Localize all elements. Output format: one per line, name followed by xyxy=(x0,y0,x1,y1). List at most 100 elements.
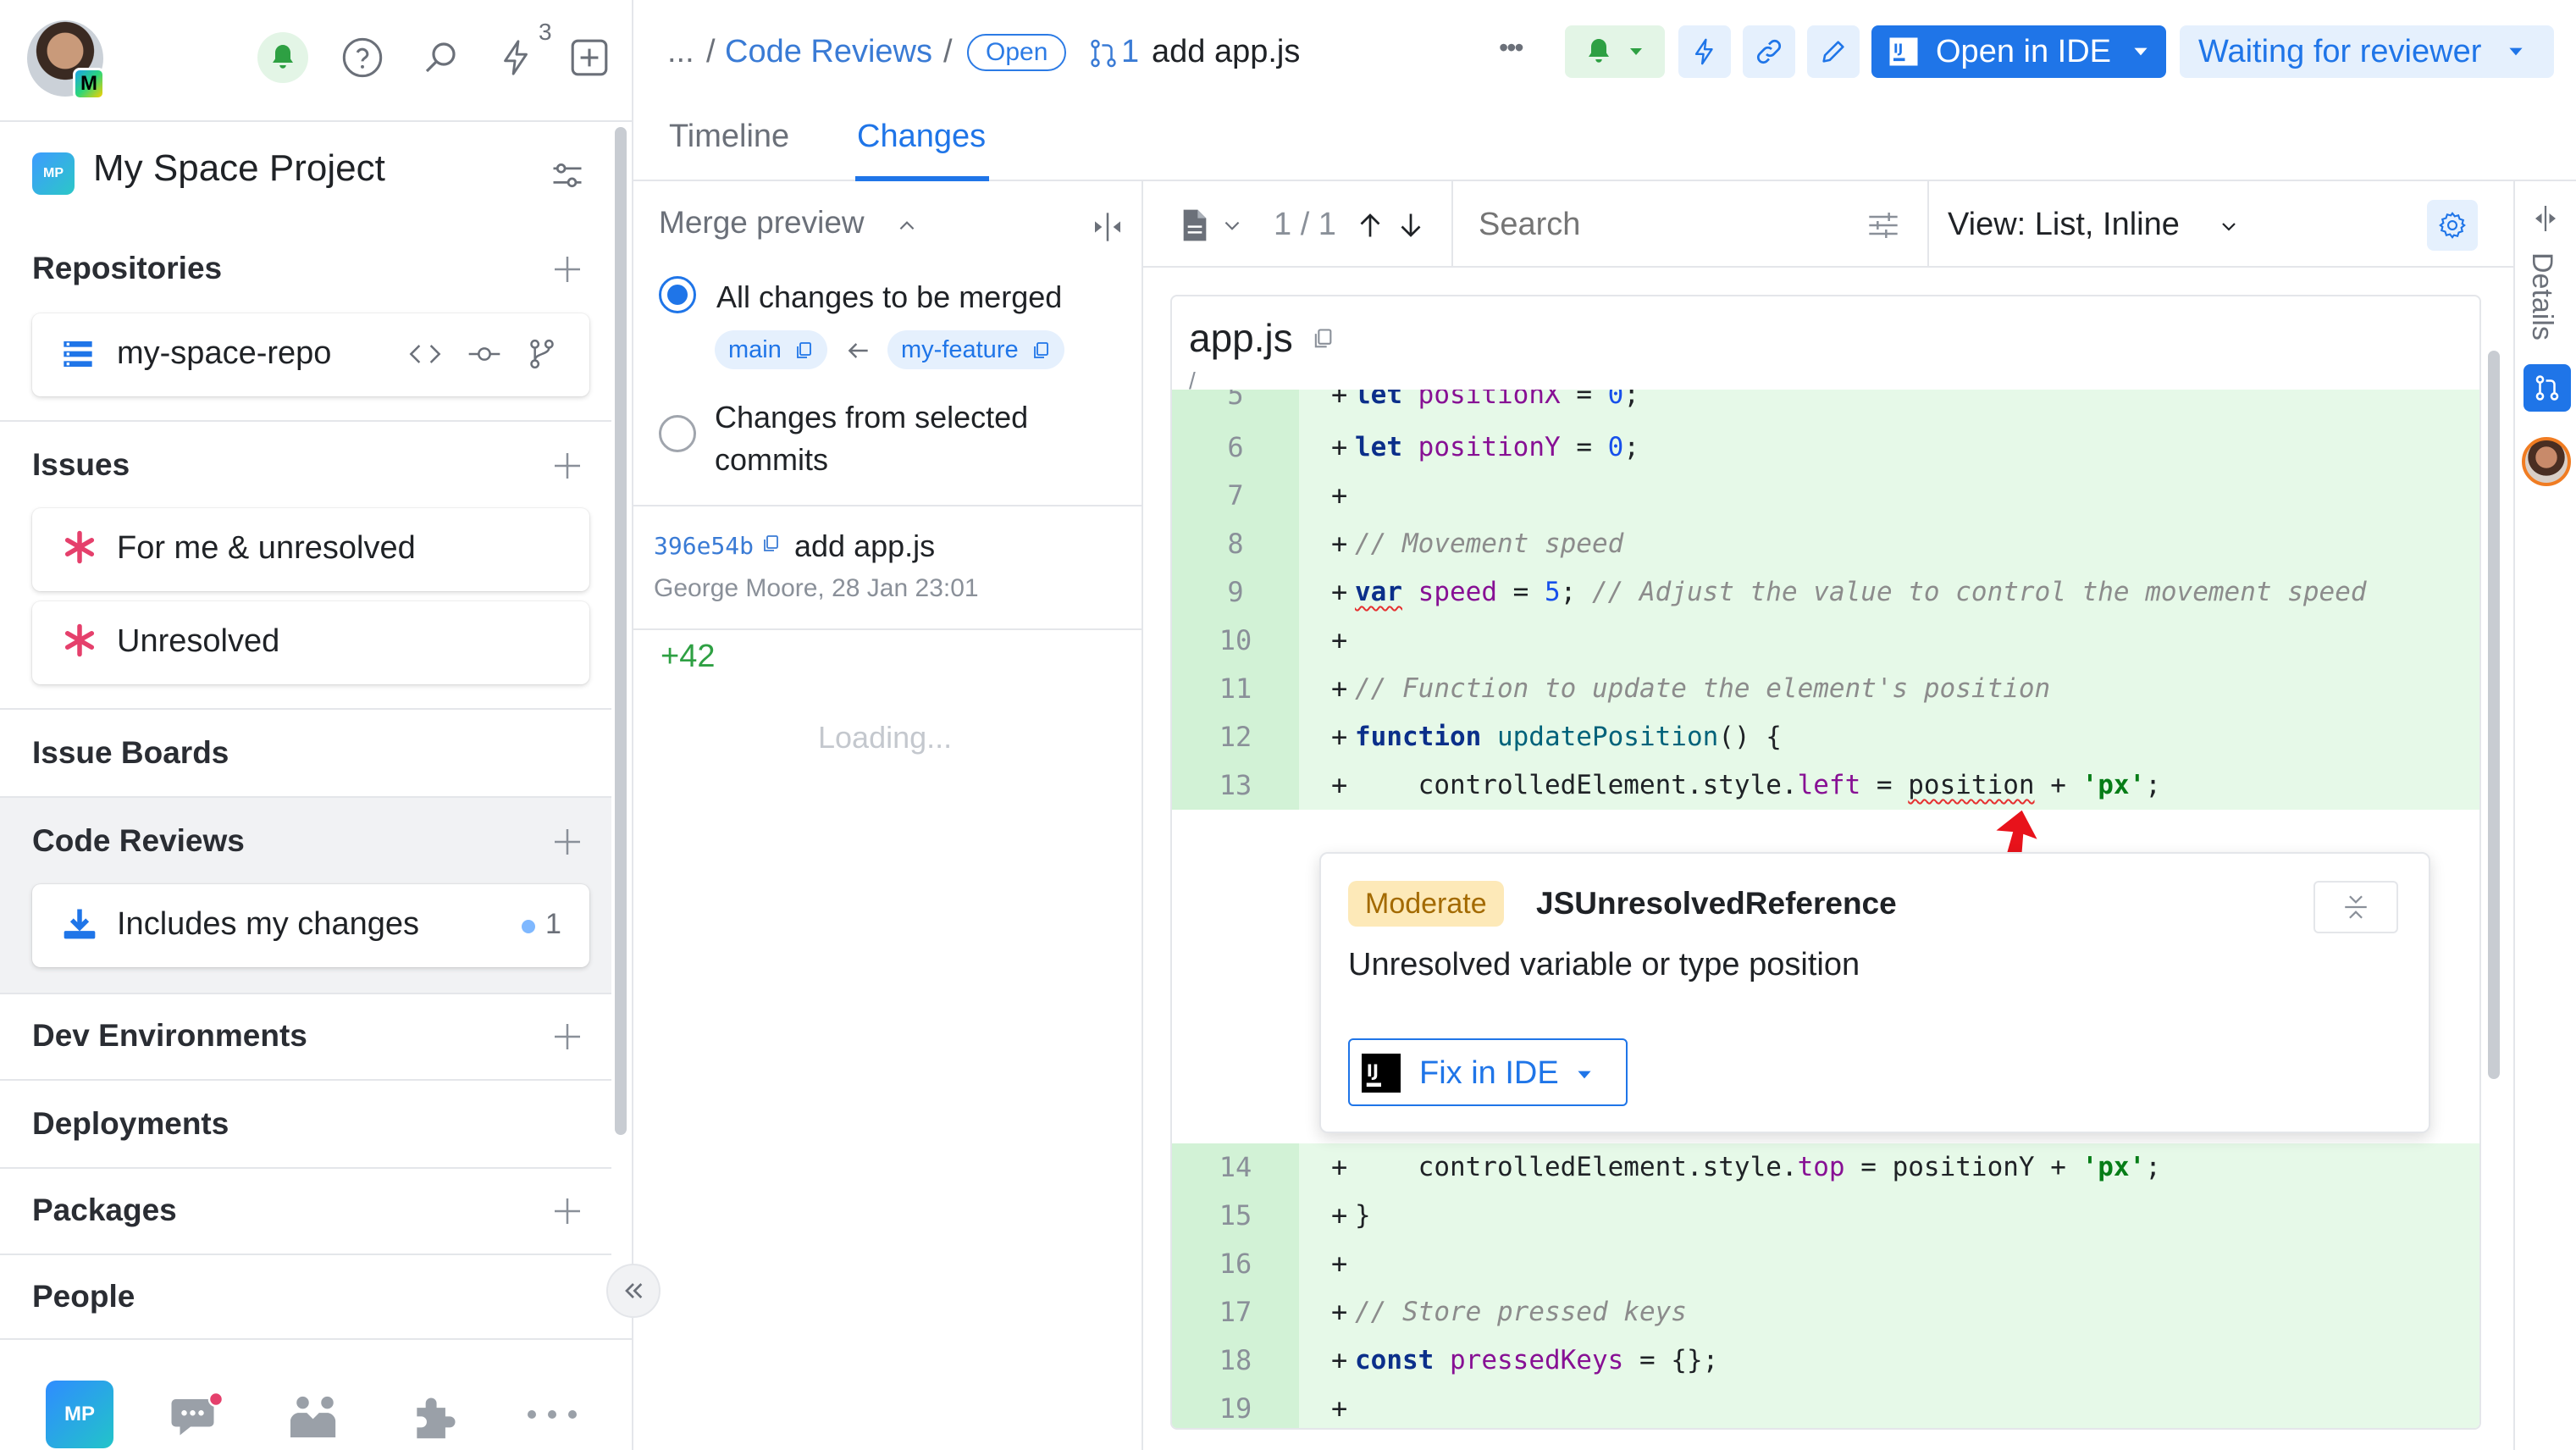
copy-icon[interactable] xyxy=(793,340,814,361)
add-square-icon[interactable] xyxy=(564,32,615,83)
file-icon[interactable] xyxy=(1180,208,1209,242)
code-review-filter-my-changes[interactable]: Includes my changes 1 xyxy=(32,884,589,967)
quick-actions-lightning-button[interactable] xyxy=(1678,25,1731,78)
copy-icon[interactable] xyxy=(760,532,781,556)
plus-marker: + xyxy=(1331,1151,1348,1183)
option2-line1: Changes from selected xyxy=(715,400,1029,434)
source-branch-label: my-feature xyxy=(901,336,1019,363)
plus-marker: + xyxy=(1331,1248,1348,1280)
add-package-plus-icon[interactable] xyxy=(550,1194,584,1228)
plus-marker: + xyxy=(1331,721,1348,753)
commit-message: add app.js xyxy=(794,529,936,563)
diff-line: 19 + xyxy=(1172,1385,2479,1428)
diff-line: 11 + // Function to update the element's… xyxy=(1172,665,2479,713)
sidebar-scrollbar[interactable] xyxy=(615,127,627,1135)
add-code-review-plus-icon[interactable] xyxy=(550,825,584,859)
issue-boards-section-title[interactable]: Issue Boards xyxy=(32,735,229,770)
split-panel-icon[interactable] xyxy=(1091,210,1125,244)
view-mode-dropdown[interactable]: View: List, Inline xyxy=(1948,207,2180,242)
source-branch-chip[interactable]: my-feature xyxy=(887,330,1064,369)
chevron-down-icon xyxy=(2509,47,2523,56)
filter-settings-icon[interactable] xyxy=(1866,208,1900,242)
copy-icon[interactable] xyxy=(1031,340,1051,361)
tab-timeline[interactable]: Timeline xyxy=(669,119,790,154)
tab-changes[interactable]: Changes xyxy=(857,119,987,154)
issue-filter-for-me[interactable]: For me & unresolved xyxy=(32,508,589,591)
arrow-down-icon[interactable] xyxy=(1396,208,1426,242)
code-line: let positionX = 0; xyxy=(1355,390,1639,410)
notifications-bell-icon[interactable] xyxy=(257,32,308,83)
divider xyxy=(0,1167,611,1169)
target-branch-label: main xyxy=(728,336,782,363)
subscribe-bell-button[interactable] xyxy=(1565,25,1665,78)
diff-line: 9 + var speed = 5; // Adjust the value t… xyxy=(1172,568,2479,617)
add-repository-plus-icon[interactable] xyxy=(550,252,584,286)
collapse-inspection-button[interactable] xyxy=(2313,881,2398,933)
inspection-popup: Moderate JSUnresolvedReference Unresolve… xyxy=(1319,852,2430,1133)
project-title[interactable]: My Space Project xyxy=(93,147,385,189)
more-options-button[interactable]: ••• xyxy=(1499,32,1524,63)
merge-request-panel-button[interactable] xyxy=(2523,364,2571,412)
project-settings-icon[interactable] xyxy=(549,158,586,195)
branches-icon[interactable] xyxy=(525,337,559,371)
reviewer-avatar[interactable] xyxy=(2522,437,2571,486)
diff-scrollbar[interactable] xyxy=(2488,351,2500,1079)
chevron-down-icon[interactable] xyxy=(2219,217,2239,237)
arrow-up-icon[interactable] xyxy=(1355,208,1385,242)
help-icon[interactable] xyxy=(337,32,388,83)
chevron-up-icon[interactable] xyxy=(896,215,918,237)
plus-marker: + xyxy=(1331,1344,1348,1376)
commit-hash[interactable]: 396e54b xyxy=(654,532,755,560)
radio-all-changes[interactable] xyxy=(659,276,696,313)
packages-section-title[interactable]: Packages xyxy=(32,1193,177,1227)
commit-list-item[interactable]: 396e54b add app.js George Moore, 28 Jan … xyxy=(633,505,1142,630)
merge-preview-toggle[interactable]: Merge preview xyxy=(659,205,865,240)
code-reviews-section-title[interactable]: Code Reviews xyxy=(32,823,245,858)
line-number: 14 xyxy=(1219,1151,1252,1183)
project-switcher-button[interactable]: MP xyxy=(46,1381,113,1448)
more-dots-icon[interactable] xyxy=(525,1408,579,1421)
plus-marker: + xyxy=(1331,1392,1348,1425)
edit-button[interactable] xyxy=(1807,25,1860,78)
breadcrumb-ellipsis[interactable]: ... xyxy=(667,34,694,69)
open-in-ide-label: Open in IDE xyxy=(1936,33,2111,69)
diff-gutter xyxy=(1172,713,1299,761)
issue-filter-unresolved[interactable]: Unresolved xyxy=(32,601,589,684)
plus-marker: + xyxy=(1331,1199,1348,1231)
dev-environments-section-title[interactable]: Dev Environments xyxy=(32,1018,307,1053)
lightning-icon[interactable] xyxy=(491,32,542,83)
commit-icon[interactable] xyxy=(466,337,503,371)
target-branch-chip[interactable]: main xyxy=(715,330,827,369)
copy-link-button[interactable] xyxy=(1743,25,1795,78)
file-diff-card: app.js / 5 + let positionX = 0; 6 + let … xyxy=(1170,295,2481,1430)
team-icon[interactable] xyxy=(288,1392,342,1442)
people-section-title[interactable]: People xyxy=(32,1279,135,1314)
chevron-down-icon[interactable] xyxy=(1221,215,1243,237)
repo-name: my-space-repo xyxy=(117,335,332,371)
details-label[interactable]: Details xyxy=(2526,252,2558,340)
collapse-sidebar-button[interactable] xyxy=(606,1264,661,1318)
breadcrumb-code-reviews[interactable]: Code Reviews xyxy=(725,34,932,69)
issues-section-title[interactable]: Issues xyxy=(32,447,130,482)
search-icon[interactable] xyxy=(415,32,466,83)
repo-card[interactable]: my-space-repo xyxy=(32,313,589,396)
chats-icon[interactable] xyxy=(169,1389,229,1443)
open-in-ide-button[interactable]: IJ Open in IDE xyxy=(1871,25,2166,78)
repositories-section-title[interactable]: Repositories xyxy=(32,251,223,285)
plus-marker: + xyxy=(1331,769,1348,801)
chevron-down-icon xyxy=(2134,47,2148,56)
extensions-puzzle-icon[interactable] xyxy=(406,1392,462,1445)
fix-in-ide-button[interactable]: IJ Fix in IDE xyxy=(1348,1038,1628,1106)
diff-settings-button[interactable] xyxy=(2427,200,2478,251)
left-sidebar: M 3 MP My Space Project Repositories my-… xyxy=(0,0,661,1450)
add-dev-environment-plus-icon[interactable] xyxy=(550,1020,584,1054)
review-state-dropdown[interactable]: Waiting for reviewer xyxy=(2180,25,2554,78)
code-icon[interactable] xyxy=(406,337,444,371)
add-issue-plus-icon[interactable] xyxy=(550,449,584,483)
expand-panel-icon[interactable] xyxy=(2530,203,2561,234)
copy-icon[interactable] xyxy=(1311,325,1335,352)
diff-panel: 1 / 1 View: List, Inline app.js / 5 xyxy=(1143,181,2513,1450)
diff-search-input[interactable] xyxy=(1465,198,1821,251)
deployments-section-title[interactable]: Deployments xyxy=(32,1106,229,1141)
radio-selected-commits[interactable] xyxy=(659,415,696,452)
